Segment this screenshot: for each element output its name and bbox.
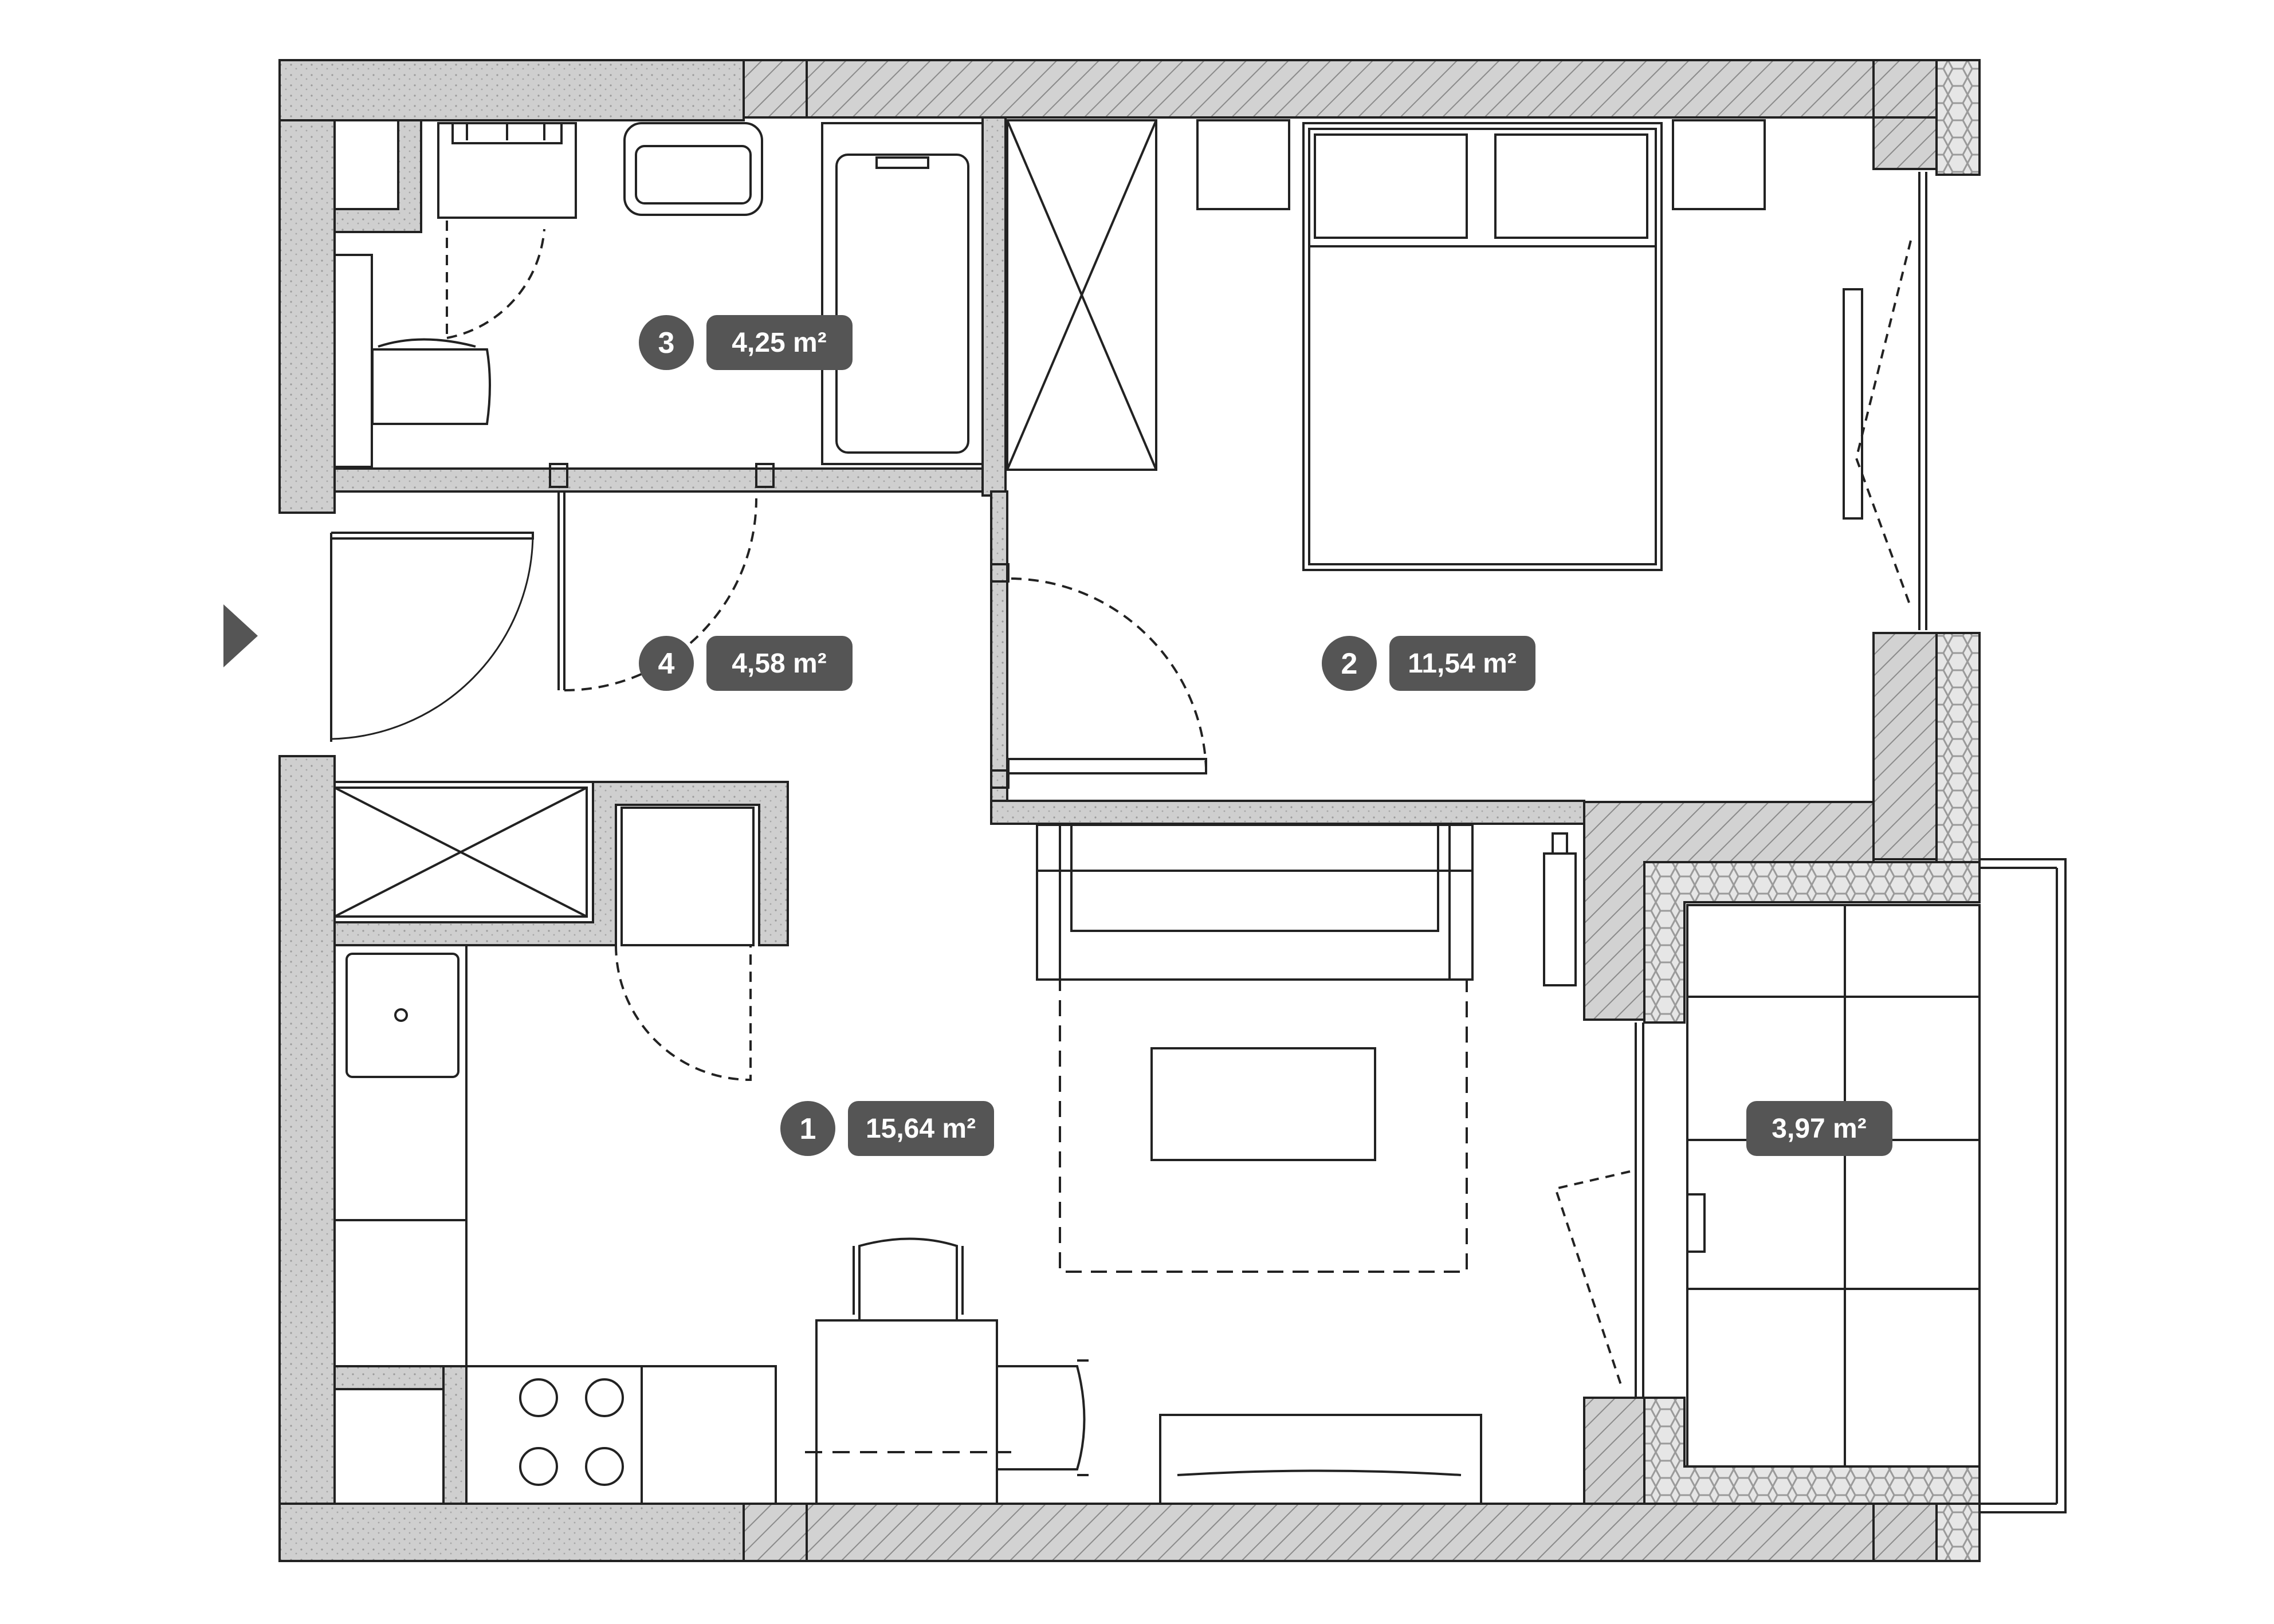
room-number-1: 1 [800, 1112, 816, 1146]
walls [278, 59, 1981, 1562]
room-area-4: 4,58 m² [732, 648, 826, 679]
balcony-area: 3,97 m² [1772, 1114, 1866, 1144]
room-area-2: 11,54 m² [1408, 648, 1516, 679]
room-label-1: 1 15,64 m² [780, 1101, 994, 1156]
room-label-2: 2 11,54 m² [1322, 636, 1535, 691]
room-label-3: 3 4,25 m² [639, 315, 853, 370]
room-number-4: 4 [658, 647, 675, 681]
fixtures [223, 119, 2067, 1513]
room-area-1: 15,64 m² [866, 1114, 976, 1144]
room-number-3: 3 [658, 327, 675, 360]
room-area-3: 4,25 m² [732, 328, 826, 358]
room-label-4: 4 4,58 m² [639, 636, 853, 691]
room-number-2: 2 [1341, 647, 1358, 681]
balcony-label: 3,97 m² [1746, 1101, 1892, 1156]
